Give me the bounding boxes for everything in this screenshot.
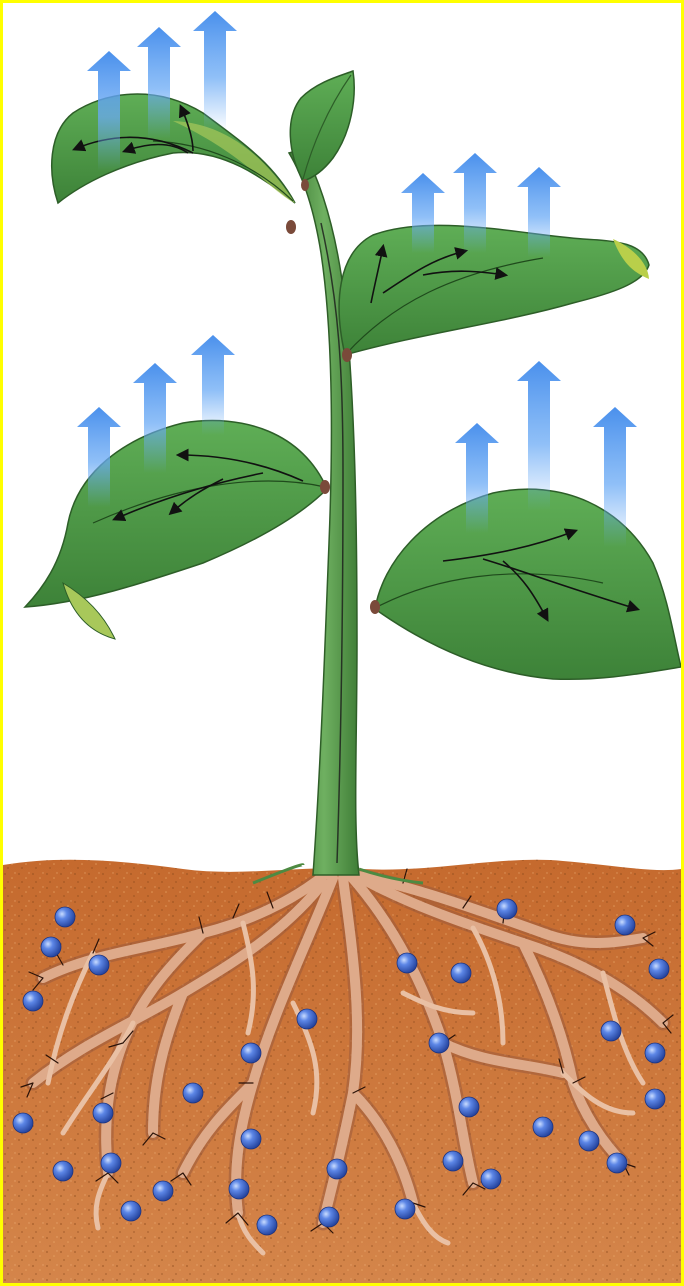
soil-water-droplet [481, 1169, 501, 1189]
soil-water-droplet [601, 1021, 621, 1041]
soil-water-droplet [23, 991, 43, 1011]
soil-water-droplet [241, 1129, 261, 1149]
soil-water-droplet [645, 1089, 665, 1109]
soil-water-droplet [397, 953, 417, 973]
soil-water-droplet [53, 1161, 73, 1181]
soil-water-droplet [41, 937, 61, 957]
leaf-middle-left [25, 421, 327, 639]
soil-water-droplet [579, 1131, 599, 1151]
diagram-frame [3, 3, 681, 1283]
soil-water-droplet [459, 1097, 479, 1117]
soil-water-droplet [93, 1103, 113, 1123]
soil-water-droplet [89, 955, 109, 975]
soil-water-droplet [121, 1201, 141, 1221]
soil-water-droplet [297, 1009, 317, 1029]
soil-water-droplet [229, 1179, 249, 1199]
leaf-middle-right [375, 489, 681, 679]
soil-water-droplet [327, 1159, 347, 1179]
soil-water-droplet [429, 1033, 449, 1053]
soil-water-droplet [183, 1083, 203, 1103]
soil-water-droplet [153, 1181, 173, 1201]
soil-water-droplet [101, 1153, 121, 1173]
soil-water-droplet [615, 915, 635, 935]
soil-water-droplet [649, 959, 669, 979]
soil-water-droplet [13, 1113, 33, 1133]
soil-water-droplet [533, 1117, 553, 1137]
water-vapor-release-arrow [191, 335, 235, 435]
soil-water-droplet [395, 1199, 415, 1219]
soil-water-droplet [241, 1043, 261, 1063]
soil-water-droplet [257, 1215, 277, 1235]
soil-water-droplet [497, 899, 517, 919]
soil-water-droplet [319, 1207, 339, 1227]
leaf-upper-right [339, 225, 649, 355]
soil-water-droplet [443, 1151, 463, 1171]
soil-water-droplet [55, 907, 75, 927]
leaf-top-left [52, 94, 295, 203]
soil-water-droplet [607, 1153, 627, 1173]
soil-water-droplet [645, 1043, 665, 1063]
soil-water-droplet [451, 963, 471, 983]
leaf-top-bud [290, 71, 354, 181]
plant-transpiration-diagram [3, 3, 681, 1283]
